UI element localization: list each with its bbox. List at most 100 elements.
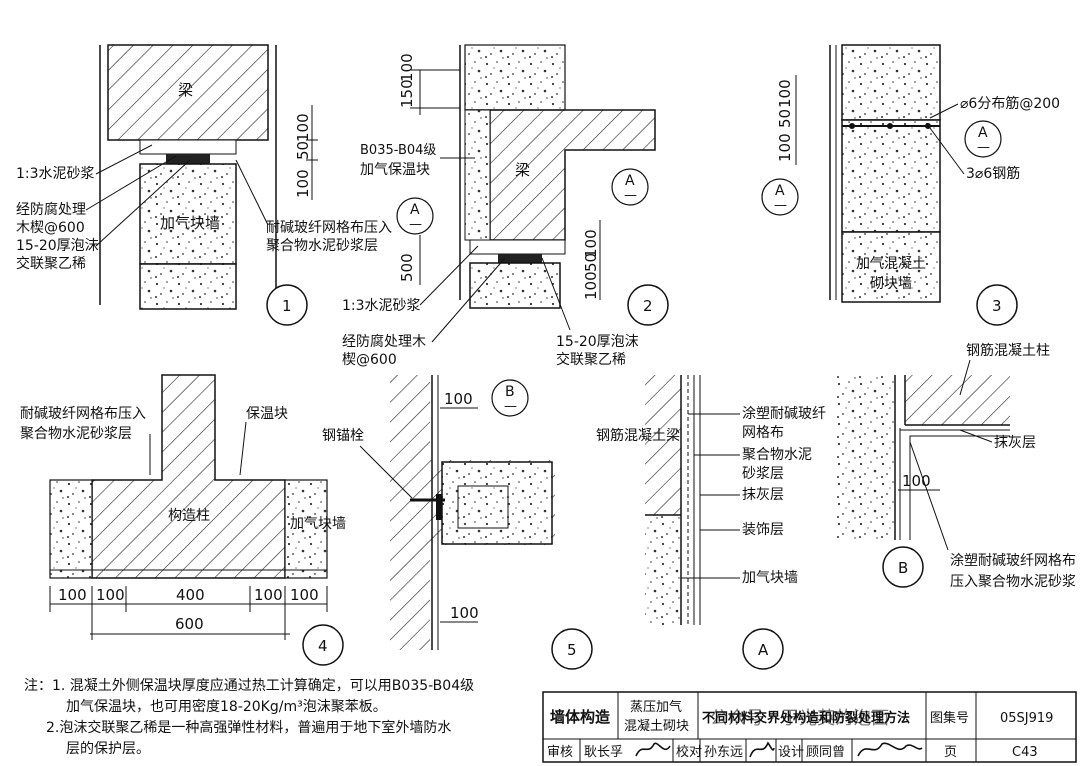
detail-2: 梁 B035-B04级 加气保温块 150 100 500 100 50 100… bbox=[342, 44, 669, 368]
tb-category: 墙体构造 bbox=[550, 708, 610, 726]
d4-dim-4: 100 bbox=[290, 586, 319, 604]
d5-ref-b-circle bbox=[491, 379, 529, 417]
d2-ref-a2-circle bbox=[611, 168, 649, 206]
d2-foam-label-1: 15-20厚泡沫 bbox=[556, 334, 639, 350]
da-number-circle bbox=[742, 628, 784, 670]
db-number-circle bbox=[882, 546, 924, 588]
detail-5: 钢锚栓 100 100 B — 5 bbox=[322, 375, 593, 670]
db-column bbox=[905, 375, 1010, 425]
d2-dim-side-b: 50 bbox=[582, 253, 600, 272]
d1-dim-bot: 100 bbox=[294, 169, 312, 198]
d2-number-circle bbox=[627, 284, 669, 326]
d4-column-label: 构造柱 bbox=[168, 508, 210, 524]
d5-number-circle bbox=[551, 628, 593, 670]
d2-ref-dash: — bbox=[409, 217, 422, 232]
d3-block-label-2: 砌块墙 bbox=[870, 276, 912, 292]
d5-anchor-label: 钢锚栓 bbox=[322, 428, 364, 444]
d4-dim-2: 400 bbox=[176, 586, 205, 604]
d5-ref-b: B bbox=[505, 384, 515, 400]
db-number: B bbox=[898, 559, 908, 577]
d3-ref-circle-right bbox=[964, 120, 1002, 158]
title-block: 墙体构造 蒸压加气 混凝土砌块 不同材料交界处构造和防裂处理方法 图集号 05S… bbox=[542, 691, 1077, 763]
d2-dim-top-a: 150 bbox=[398, 79, 416, 108]
d3-rebar-bot: 3⌀6钢筋 bbox=[966, 165, 1020, 182]
d4-mesh-label-1: 耐碱玻纤网格布压入 bbox=[20, 406, 146, 422]
d4-insul-label: 保温块 bbox=[246, 406, 288, 422]
d1-wedge-label-2: 木楔@600 bbox=[16, 220, 85, 236]
detail-1: 梁 加气块墙 1:3水泥砂浆 经防腐处理 木楔@600 15-20厚泡沫 交联聚… bbox=[16, 44, 392, 326]
tb-design-name: 顾同曾 bbox=[806, 745, 845, 760]
da-layer-5: 装饰层 bbox=[742, 522, 784, 538]
d2-ref-dash2: — bbox=[624, 188, 637, 203]
d1-mesh-label-1: 耐碱玻纤网格布压入 bbox=[266, 220, 392, 236]
d3-block-label-1: 加气混凝土 bbox=[856, 256, 926, 272]
tb-atlas-no: 05SJ919 bbox=[1000, 711, 1053, 726]
d1-dim-top: 100 bbox=[294, 113, 312, 142]
d3-number: 3 bbox=[992, 297, 1002, 315]
da-layer-2: 聚合物水泥 bbox=[742, 447, 812, 463]
d1-mortar-label: 1:3水泥砂浆 bbox=[16, 166, 95, 182]
d1-number-circle bbox=[266, 284, 308, 326]
d4-dim-1: 100 bbox=[96, 586, 125, 604]
da-beam-label: 钢筋混凝土梁 bbox=[596, 427, 680, 444]
tb-page-label: 页 bbox=[944, 745, 957, 760]
note-line-4: 层的保护层。 bbox=[66, 741, 150, 757]
d1-beam bbox=[107, 44, 269, 141]
d4-mesh-label-2: 聚合物水泥砂浆层 bbox=[20, 426, 132, 442]
db-mesh-label-2: 压入聚合物水泥砂浆 bbox=[950, 574, 1076, 590]
tb-review-label: 审核 bbox=[547, 745, 573, 760]
tb-review-signature bbox=[635, 742, 671, 757]
d2-ref-a: A bbox=[410, 202, 420, 218]
tb-sub-2: 混凝土砌块 bbox=[624, 718, 689, 734]
d2-ref-a2: A bbox=[625, 173, 635, 189]
da-layer-1: 网格布 bbox=[742, 425, 784, 441]
db-plaster-label: 抹灰层 bbox=[994, 435, 1036, 451]
da-beam bbox=[645, 375, 681, 515]
d1-foam-label-2: 交联聚乙稀 bbox=[16, 255, 86, 272]
tb-design-signature bbox=[857, 742, 923, 757]
d2-insul-label-1: B035-B04级 bbox=[360, 143, 436, 158]
d1-foam-label-1: 15-20厚泡沫 bbox=[16, 238, 99, 254]
d2-number: 2 bbox=[643, 297, 653, 315]
tb-atlas-label: 图集号 bbox=[930, 710, 969, 726]
d5-ref-dash: — bbox=[504, 399, 517, 414]
da-layer-0: 涂塑耐碱玻纤 bbox=[742, 406, 826, 422]
db-column-label: 钢筋混凝土柱 bbox=[966, 342, 1050, 359]
d3-dim-b: 50 bbox=[776, 109, 794, 128]
note-line-2: 加气保温块，也可用密度18-20Kg/m³泡沫聚苯板。 bbox=[66, 699, 387, 715]
d3-ref-dash: — bbox=[977, 140, 990, 155]
db-mesh-label-1: 涂塑耐碱玻纤网格布 bbox=[950, 553, 1076, 569]
d4-dim-total: 600 bbox=[175, 615, 204, 633]
d2-dim-top-b: 100 bbox=[398, 53, 416, 82]
d4-number: 4 bbox=[318, 637, 328, 655]
d5-dim-bot: 100 bbox=[450, 604, 479, 622]
d1-wedge-label-1: 经防腐处理 bbox=[16, 201, 86, 218]
d2-foam-label-2: 交联聚乙稀 bbox=[556, 351, 626, 368]
d1-number: 1 bbox=[282, 297, 292, 315]
d2-wedge-label-1: 经防腐处理木 bbox=[342, 333, 426, 350]
d3-rebar-top: ⌀6分布筋@200 bbox=[960, 95, 1060, 112]
d3-ref-a-left: A bbox=[775, 183, 785, 199]
d2-dim-side-c: 100 bbox=[582, 271, 600, 300]
d3-dim-c: 100 bbox=[776, 133, 794, 162]
d3-ref-dash-left: — bbox=[774, 198, 787, 213]
tb-design-label: 设计 bbox=[778, 745, 804, 760]
tb-check-name: 孙东远 bbox=[704, 745, 743, 760]
note-line-1: 注：1. 混凝土外侧保温块厚度应通过热工计算确定，可以用B035-B04级 bbox=[24, 678, 475, 694]
da-number: A bbox=[758, 641, 769, 659]
detail-a: 钢筋混凝土梁 涂塑耐碱玻纤 网格布 聚合物水泥 砂浆层 抹灰层 装饰层 加气块墙… bbox=[596, 375, 826, 670]
d4-block-label: 加气块墙 bbox=[290, 516, 346, 532]
tb-review-name: 耿长孚 bbox=[584, 745, 623, 760]
d4-dim-0: 100 bbox=[58, 586, 87, 604]
d2-insul-label-2: 加气保温块 bbox=[360, 162, 430, 178]
db-dim: 100 bbox=[902, 472, 931, 490]
d2-dim-mid: 500 bbox=[398, 253, 416, 282]
d3-ref-a: A bbox=[978, 125, 988, 141]
tb-title: 不同材料交界处构造和防裂处理方法 bbox=[702, 710, 910, 726]
d5-dim-top: 100 bbox=[444, 390, 473, 408]
d1-block bbox=[139, 163, 237, 265]
detail-3: ⌀6分布筋@200 3⌀6钢筋 加气混凝土 砌块墙 100 50 100 A —… bbox=[761, 44, 1060, 326]
d2-ref-a-circle bbox=[396, 197, 434, 235]
d2-dim-side-a: 100 bbox=[582, 229, 600, 258]
